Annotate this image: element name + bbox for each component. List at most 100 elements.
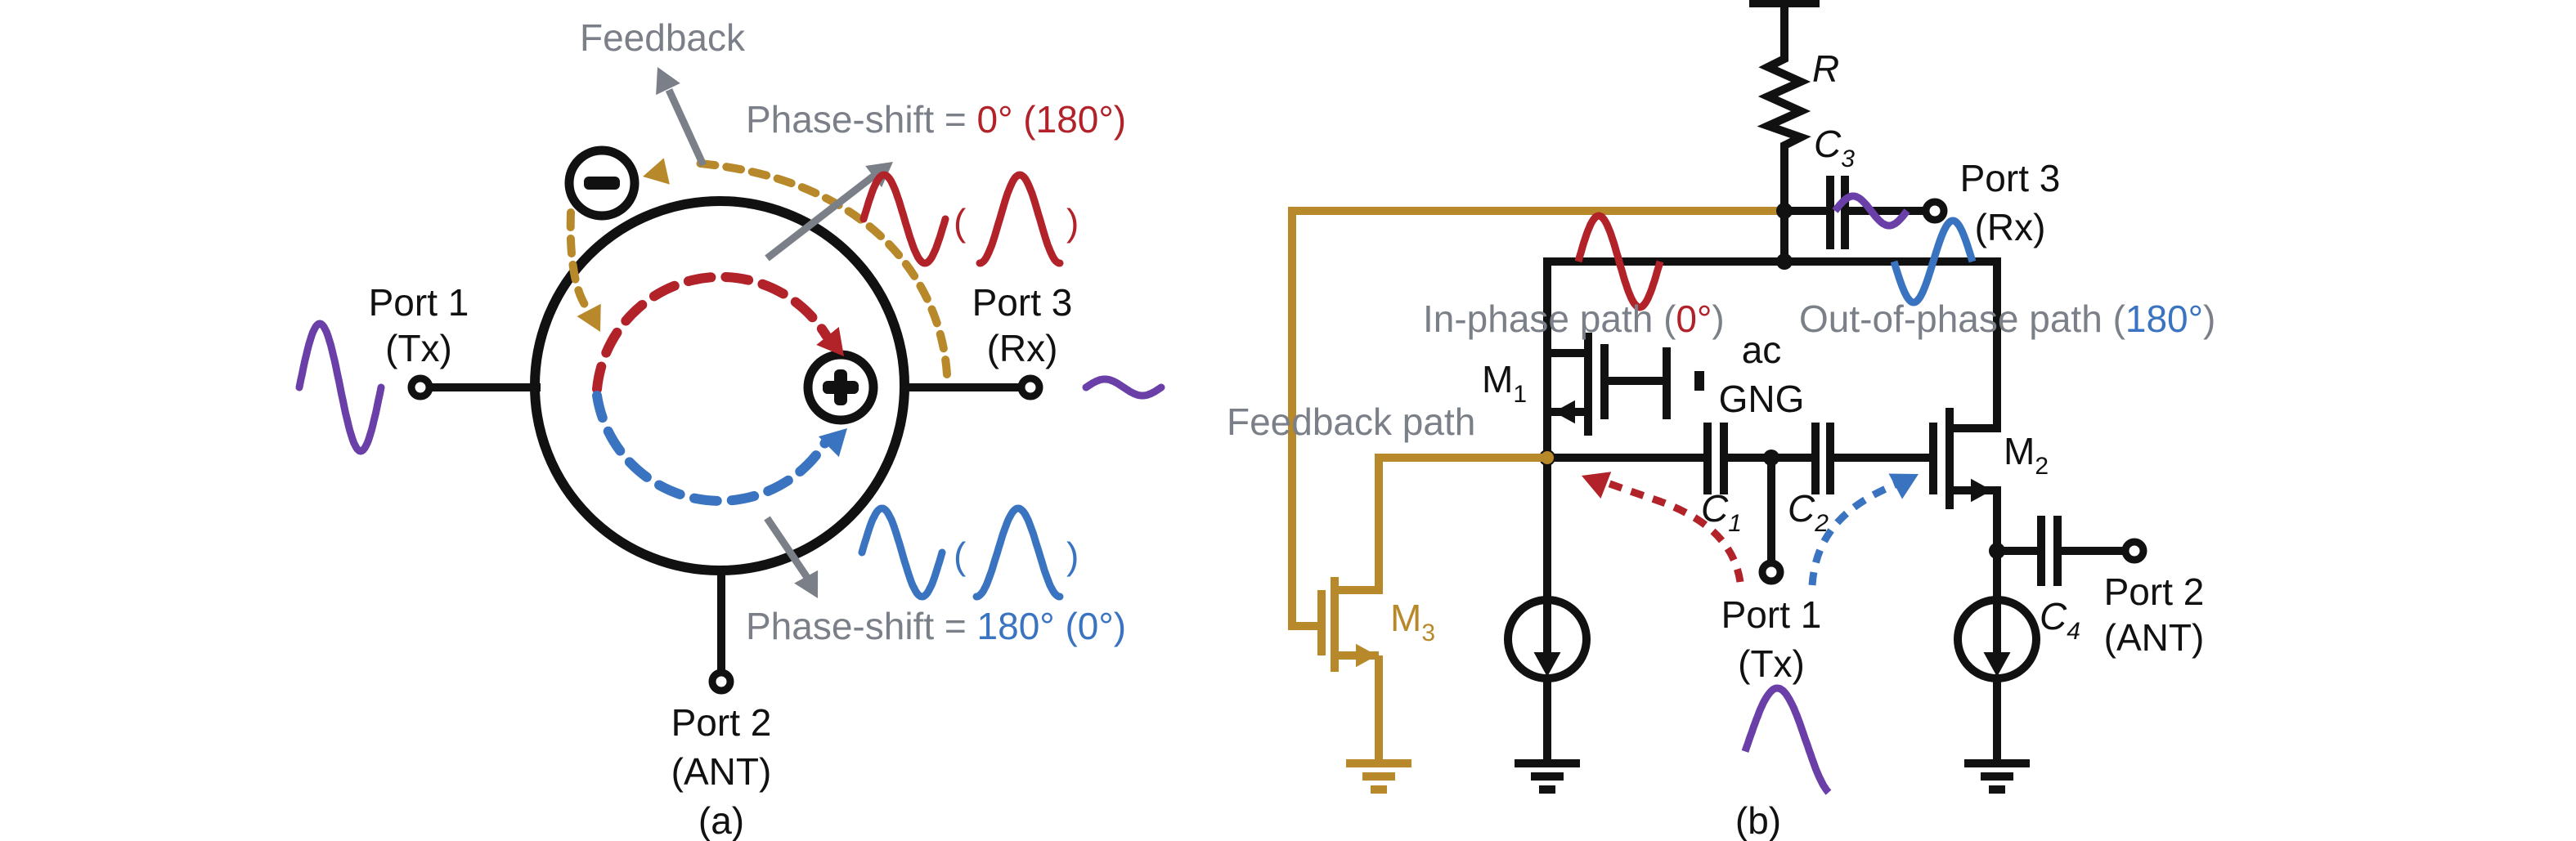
in-phase-close: ) (1712, 297, 1724, 340)
port3-name-b: Port 3 (1960, 157, 2061, 199)
port1-role-b: (Tx) (1738, 642, 1805, 685)
m3-label: M3 (1390, 597, 1435, 646)
c2-sub: 2 (1814, 510, 1829, 537)
red-dashed-arrow-b (1598, 476, 1744, 583)
gold-arrowhead-down (577, 303, 601, 332)
out-phase-close: ) (2203, 297, 2215, 340)
phase-shift-bottom-value: 180° (0°) (977, 605, 1127, 647)
plus-icon (803, 350, 878, 425)
c1-sub: 1 (1728, 510, 1742, 537)
panel-a-caption: (a) (698, 799, 744, 841)
gng-label: GNG (1719, 378, 1805, 420)
port2-role: (ANT) (671, 750, 772, 793)
in-phase-path-label: In-phase path (0°) (1423, 297, 1725, 340)
m1-main: M (1482, 358, 1513, 400)
feedback-pointer (665, 88, 707, 167)
c4-label: C4 (2040, 595, 2080, 645)
m1-sub: 1 (1513, 381, 1527, 408)
port3-role-b: (Rx) (1975, 206, 2046, 248)
c1-label: C1 (1701, 487, 1742, 537)
node-c3 (1776, 203, 1793, 219)
m2-drain (1945, 257, 2001, 432)
ground-icon-left (1515, 759, 1580, 794)
port3-terminal-b (1922, 198, 1948, 224)
out-of-phase-path-label: Out-of-phase path (180°) (1799, 297, 2215, 340)
phase-shift-top-value: 0° (180°) (977, 98, 1127, 141)
phase-shift-bottom-prefix: Phase-shift = (746, 605, 977, 647)
ground-icon-m3 (1346, 759, 1411, 794)
red-waveform-1 (859, 171, 949, 267)
gold-dashed-feedback-path (696, 159, 951, 378)
port2-role-b: (ANT) (2104, 616, 2205, 659)
port3-role: (Rx) (987, 327, 1058, 369)
current-source-left-arrow-icon (1533, 652, 1561, 677)
red-arrowhead (816, 327, 844, 356)
m2-main: M (2004, 430, 2035, 472)
port3-terminal (1017, 374, 1043, 400)
panel-b-caption: (b) (1735, 799, 1781, 841)
c3-label: C3 (1814, 123, 1855, 172)
node-feedback (1541, 451, 1554, 464)
out-of-phase-waveform (1890, 217, 1977, 306)
out-phase-value: 180° (2125, 297, 2203, 340)
red-arrowhead-b (1582, 472, 1612, 499)
port1-terminal (407, 374, 433, 400)
red-paren-open: ( (954, 201, 967, 244)
phase-bottom-pointer-arrowhead (794, 570, 819, 598)
m2-source-arrow (1971, 478, 1992, 503)
m3-source-arrow (1356, 643, 1377, 668)
m2-sub: 2 (2035, 453, 2049, 480)
c4-sub: 4 (2067, 618, 2080, 645)
rx-waveform (1832, 192, 1910, 230)
c4-main: C (2040, 595, 2067, 637)
blue-waveform-1 (858, 504, 946, 601)
blue-arrowhead (818, 428, 847, 458)
port1-name-b: Port 1 (1721, 593, 1822, 636)
in-phase-text: In-phase path ( (1423, 297, 1676, 340)
blue-arrowhead-b (1888, 473, 1919, 499)
c3-sub: 3 (1841, 145, 1855, 172)
phase-bottom-pointer (764, 516, 811, 581)
c2-main: C (1788, 487, 1815, 530)
panel-a-circulator: ( ) ( ) Feedback Phase-shift = 0° (180°)… (295, 16, 1165, 841)
feedback-label: Feedback (580, 16, 746, 59)
panel-b-circuit: R C3 M1 ac GNG (1227, 0, 2215, 841)
m1-label: M1 (1482, 358, 1527, 408)
port2-terminal-b (2121, 538, 2147, 564)
port1-tx-waveform (295, 320, 385, 455)
port2-name: Port 2 (671, 701, 772, 744)
port3-name: Port 3 (972, 281, 1073, 324)
m3-main: M (1390, 597, 1421, 639)
ground-icon-right (1964, 759, 2030, 794)
phase-shift-top-prefix: Phase-shift = (746, 98, 977, 141)
red-waveform-2 (976, 171, 1064, 267)
blue-paren-close: ) (1066, 535, 1079, 577)
m1-source-arrow (1554, 400, 1575, 424)
blue-paren-open: ( (954, 535, 967, 577)
blue-waveform-2 (972, 504, 1064, 601)
port2-name-b: Port 2 (2104, 570, 2205, 613)
phase-shift-top-label: Phase-shift = 0° (180°) (746, 98, 1126, 141)
blue-dashed-path (592, 391, 831, 506)
gold-dashed-feedback-down (566, 208, 593, 315)
c3-main: C (1814, 123, 1842, 165)
phase-top-pointer (765, 172, 877, 262)
ac-label: ac (1742, 329, 1782, 371)
c2-label: C2 (1788, 487, 1829, 537)
gold-arrowhead-left (643, 158, 670, 185)
resistor-r (1757, 0, 1811, 266)
red-dashed-path (592, 271, 831, 394)
port2-terminal (708, 669, 734, 695)
minus-icon (564, 145, 640, 221)
feedback-wire-lower (1335, 454, 1547, 594)
feedback-wire (1288, 207, 1784, 630)
in-phase-value: 0° (1676, 297, 1712, 340)
feedback-path-label: Feedback path (1227, 400, 1475, 443)
port1-name: Port 1 (369, 281, 469, 324)
port3-rx-waveform (1082, 375, 1165, 400)
phase-shift-bottom-label: Phase-shift = 180° (0°) (746, 605, 1126, 647)
resistor-label: R (1812, 47, 1839, 90)
m2-label: M2 (2004, 430, 2049, 480)
feedback-pointer-arrowhead (656, 67, 680, 96)
